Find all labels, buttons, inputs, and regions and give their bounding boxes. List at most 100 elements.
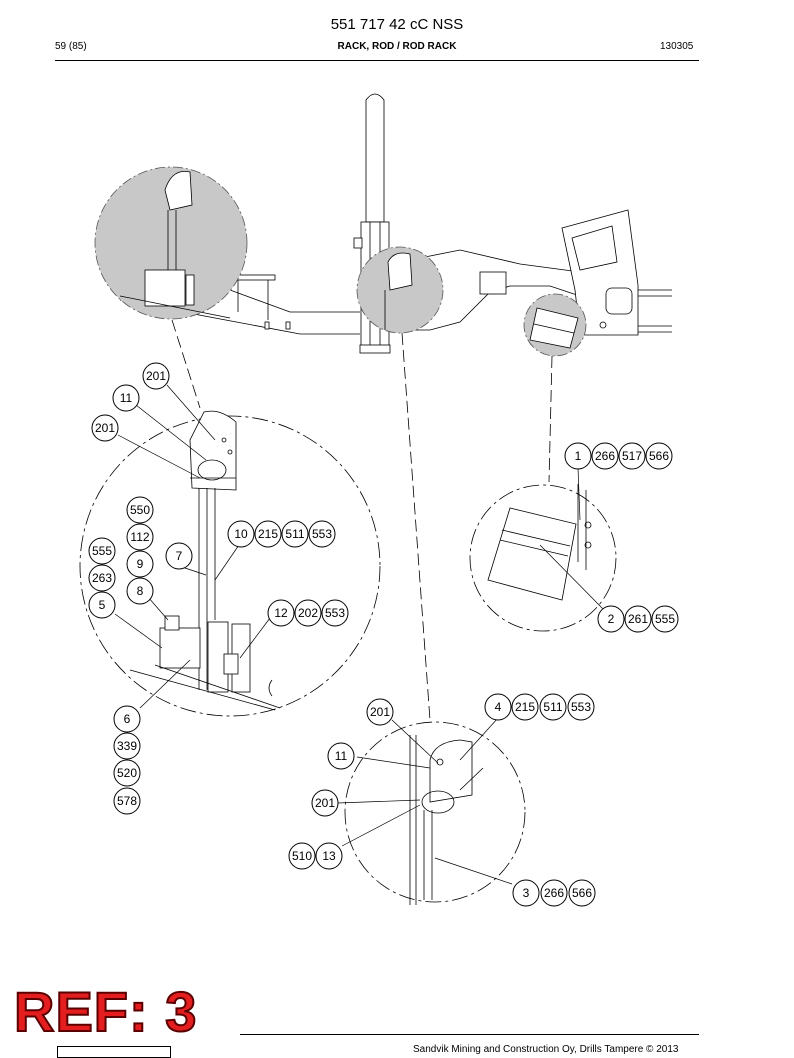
detail-connector-lines — [171, 319, 553, 721]
callout-3: 3 — [512, 879, 540, 907]
svg-text:578: 578 — [117, 794, 137, 808]
svg-text:266: 266 — [595, 449, 615, 463]
callout-13: 13 — [315, 842, 343, 870]
svg-text:5: 5 — [99, 598, 106, 612]
callout-511: 511 — [539, 693, 567, 721]
svg-text:263: 263 — [92, 571, 112, 585]
svg-text:201: 201 — [315, 796, 335, 810]
svg-text:1: 1 — [575, 449, 582, 463]
svg-text:201: 201 — [146, 369, 166, 383]
callout-555: 555 — [651, 605, 679, 633]
callout-5: 5 — [88, 591, 116, 619]
callout-11: 11 — [112, 384, 140, 412]
footer-logo-box — [57, 1046, 171, 1058]
reference-stamp: REF: 3 — [13, 980, 198, 1043]
svg-text:6: 6 — [124, 712, 131, 726]
svg-text:7: 7 — [176, 549, 183, 563]
svg-text:553: 553 — [571, 700, 591, 714]
callout-553: 553 — [321, 599, 349, 627]
svg-text:517: 517 — [622, 449, 642, 463]
svg-text:511: 511 — [543, 700, 562, 714]
callout-8: 8 — [126, 577, 154, 605]
document-code: 130305 — [660, 41, 694, 52]
svg-text:261: 261 — [628, 612, 648, 626]
svg-text:2: 2 — [608, 612, 615, 626]
svg-text:201: 201 — [370, 705, 390, 719]
callout-6: 6 — [113, 705, 141, 733]
callout-566: 566 — [568, 879, 596, 907]
callout-2: 2 — [597, 605, 625, 633]
svg-text:215: 215 — [258, 527, 278, 541]
callout-266: 266 — [591, 442, 619, 470]
svg-text:11: 11 — [335, 749, 348, 763]
callout-517: 517 — [618, 442, 646, 470]
callout-10: 10 — [227, 520, 255, 548]
callout-511: 511 — [281, 520, 309, 548]
header-rule — [55, 60, 699, 61]
callout-553: 553 — [308, 520, 336, 548]
callout-555: 555 — [88, 537, 116, 565]
callout-550: 550 — [126, 496, 154, 524]
svg-text:215: 215 — [515, 700, 535, 714]
callout-266: 266 — [540, 879, 568, 907]
svg-text:511: 511 — [285, 527, 304, 541]
overview-detail-circle-right — [523, 293, 587, 357]
footer-rule — [240, 1034, 699, 1035]
callout-339: 339 — [113, 732, 141, 760]
svg-text:566: 566 — [649, 449, 669, 463]
svg-text:202: 202 — [298, 606, 318, 620]
callout-263: 263 — [88, 564, 116, 592]
svg-text:555: 555 — [655, 612, 675, 626]
detail-b — [469, 484, 617, 632]
svg-text:566: 566 — [572, 886, 592, 900]
svg-text:550: 550 — [130, 503, 150, 517]
callout-201: 201 — [311, 789, 339, 817]
svg-text:553: 553 — [312, 527, 332, 541]
callout-1: 1 — [564, 442, 592, 470]
callout-balloons: 201 11 201 550 112 555 9 7 263 8 5 10 21… — [88, 362, 679, 907]
document-subtitle: RACK, ROD / ROD RACK — [337, 41, 457, 52]
callout-201: 201 — [142, 362, 170, 390]
svg-text:339: 339 — [117, 739, 137, 753]
callout-578: 578 — [113, 787, 141, 815]
callout-510: 510 — [288, 842, 316, 870]
detail-c — [344, 721, 526, 905]
callout-215: 215 — [511, 693, 539, 721]
overview-detail-circle-left — [94, 166, 248, 320]
callout-112: 112 — [126, 523, 154, 551]
page-number: 59 (85) — [55, 41, 87, 52]
callout-566: 566 — [645, 442, 673, 470]
callout-553: 553 — [567, 693, 595, 721]
document-title: 551 717 42 cC NSS — [330, 16, 464, 33]
svg-text:555: 555 — [92, 544, 112, 558]
callout-201: 201 — [366, 698, 394, 726]
callout-202: 202 — [294, 599, 322, 627]
svg-text:9: 9 — [137, 557, 144, 571]
callout-520: 520 — [113, 759, 141, 787]
callout-7: 7 — [165, 542, 193, 570]
svg-text:11: 11 — [120, 391, 133, 405]
callout-4: 4 — [484, 693, 512, 721]
callout-201: 201 — [91, 414, 119, 442]
footer-copyright: Sandvik Mining and Construction Oy, Dril… — [413, 1044, 679, 1055]
svg-text:520: 520 — [117, 766, 137, 780]
callout-215: 215 — [254, 520, 282, 548]
svg-text:13: 13 — [322, 849, 336, 863]
svg-text:553: 553 — [325, 606, 345, 620]
svg-text:112: 112 — [130, 530, 149, 544]
svg-text:201: 201 — [95, 421, 115, 435]
svg-text:510: 510 — [292, 849, 312, 863]
svg-text:10: 10 — [234, 527, 248, 541]
callout-261: 261 — [624, 605, 652, 633]
callout-12: 12 — [267, 599, 295, 627]
svg-text:4: 4 — [495, 700, 502, 714]
svg-text:266: 266 — [544, 886, 564, 900]
callout-11: 11 — [327, 742, 355, 770]
machine-overview — [118, 93, 672, 354]
svg-text:3: 3 — [523, 886, 530, 900]
detail-a — [79, 410, 381, 717]
svg-text:12: 12 — [274, 606, 288, 620]
overview-detail-circle-center — [356, 246, 444, 334]
svg-text:8: 8 — [137, 584, 144, 598]
